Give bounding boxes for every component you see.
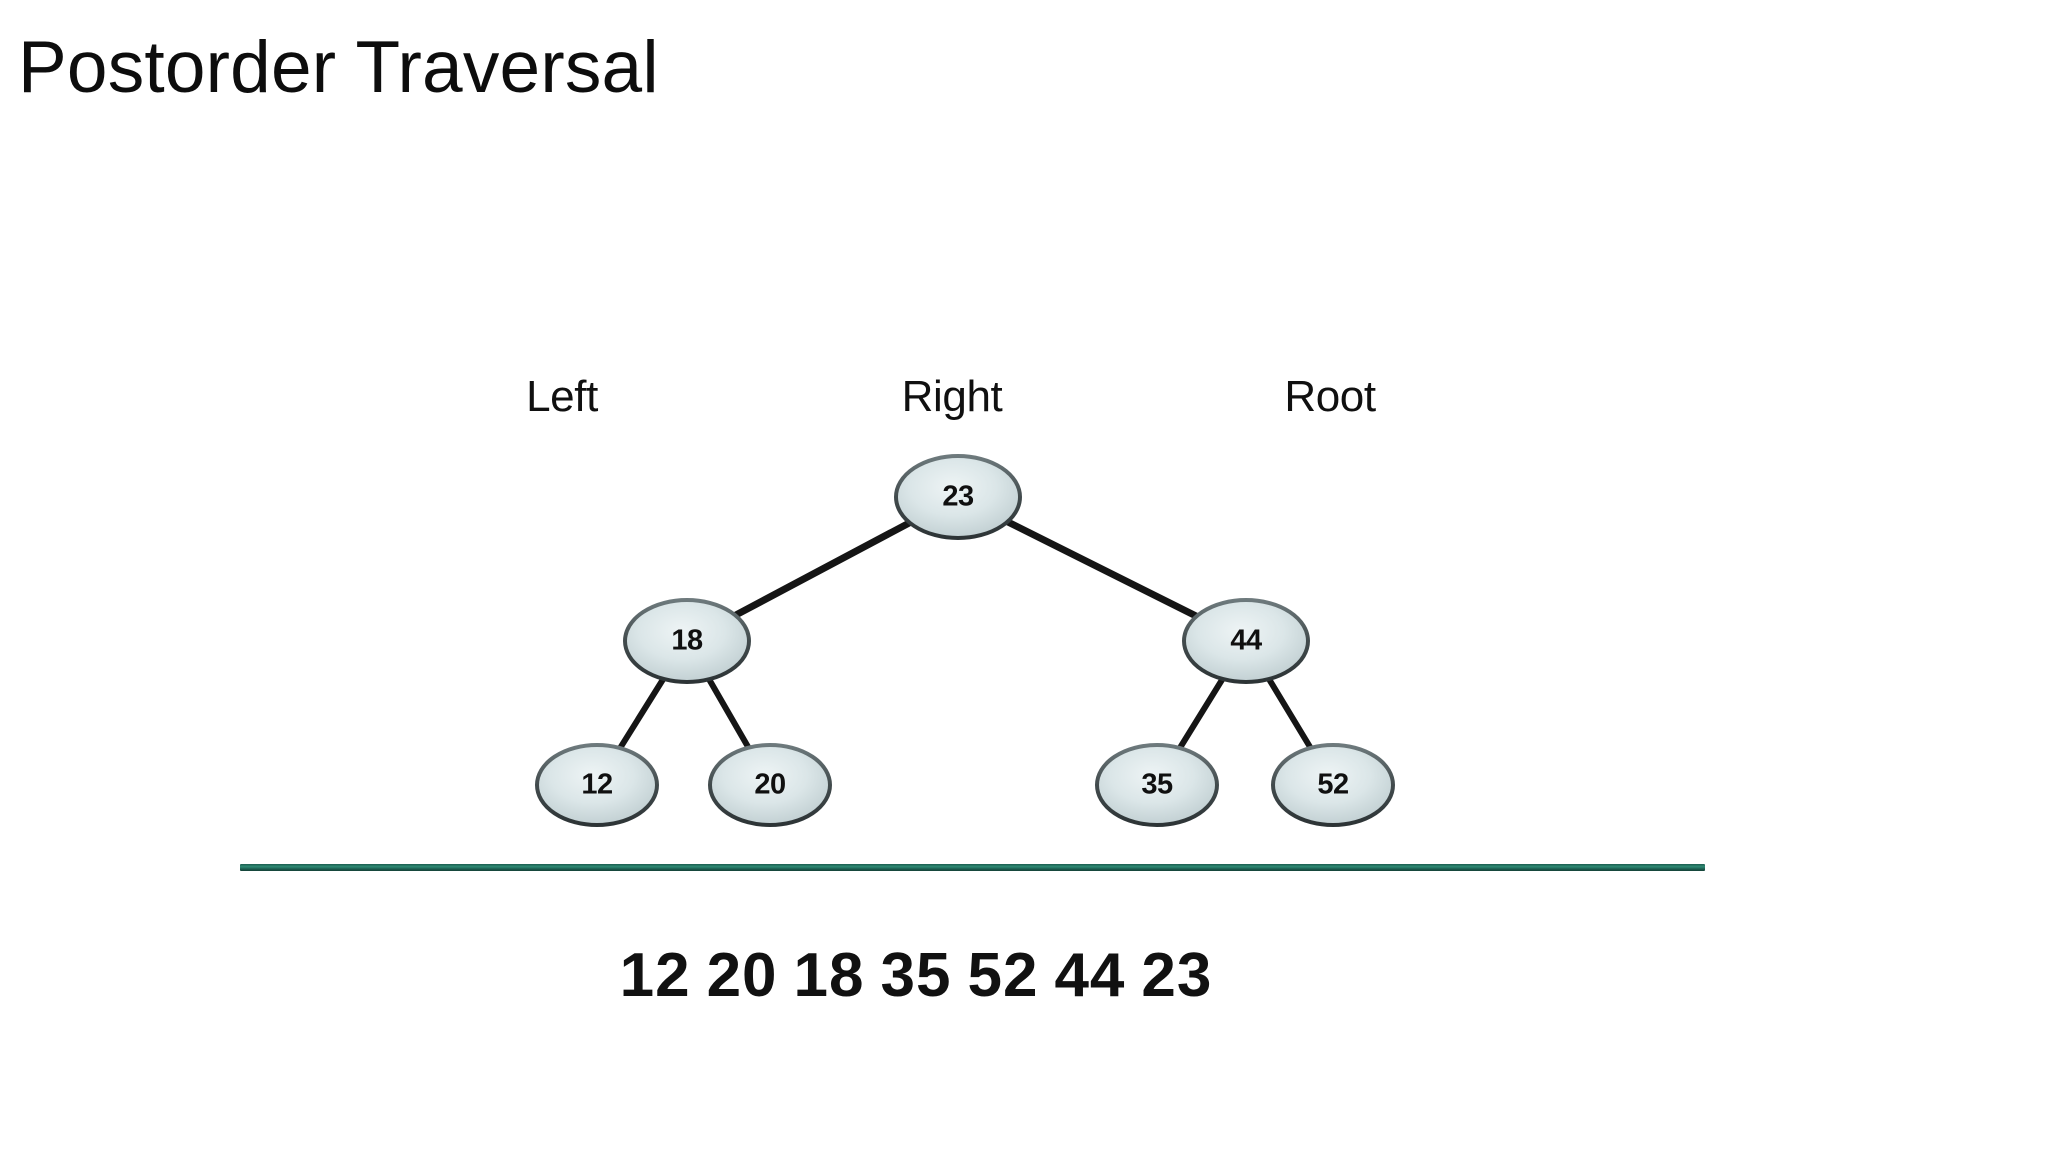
tree-node-23: [894, 454, 1022, 540]
tree-node-label-44: 44: [1230, 624, 1262, 657]
tree-edge-layer: [616, 517, 1315, 753]
tree-node-label-52: 52: [1317, 768, 1349, 801]
tree-node-label-20: 20: [754, 768, 786, 801]
sequence-value-23: 23: [1141, 941, 1213, 1010]
sequence-value-18: 18: [793, 941, 865, 1010]
sequence-value-20: 20: [706, 941, 778, 1010]
tree-edge: [1001, 517, 1203, 621]
page-title: Postorder Traversal: [18, 27, 659, 108]
tree-node-12: [535, 743, 659, 827]
tree-node-label-18: 18: [671, 624, 703, 657]
tree-node-18: [623, 598, 751, 684]
tree-node-layer: [535, 454, 1395, 827]
tree-edge: [705, 674, 753, 753]
tree-node-20: [708, 743, 832, 827]
sequence-value-35: 35: [880, 941, 952, 1010]
tree-node-label-23: 23: [942, 480, 974, 513]
sequence-value-12: 12: [619, 941, 691, 1010]
role-label-right: Right: [901, 372, 1003, 421]
tree-edge: [1265, 674, 1315, 753]
tree-edge: [1175, 674, 1227, 753]
horizontal-divider: [240, 864, 1705, 871]
sequence-value-52: 52: [967, 941, 1039, 1010]
tree-edge: [616, 674, 668, 753]
role-label-left: Left: [526, 372, 598, 421]
tree-node-label-35: 35: [1141, 768, 1173, 801]
tree-edge: [729, 518, 916, 620]
tree-node-35: [1095, 743, 1219, 827]
tree-node-44: [1182, 598, 1310, 684]
tree-node-52: [1271, 743, 1395, 827]
sequence-value-44: 44: [1054, 941, 1126, 1010]
tree-node-label-12: 12: [581, 768, 613, 801]
role-label-root: Root: [1284, 372, 1376, 421]
